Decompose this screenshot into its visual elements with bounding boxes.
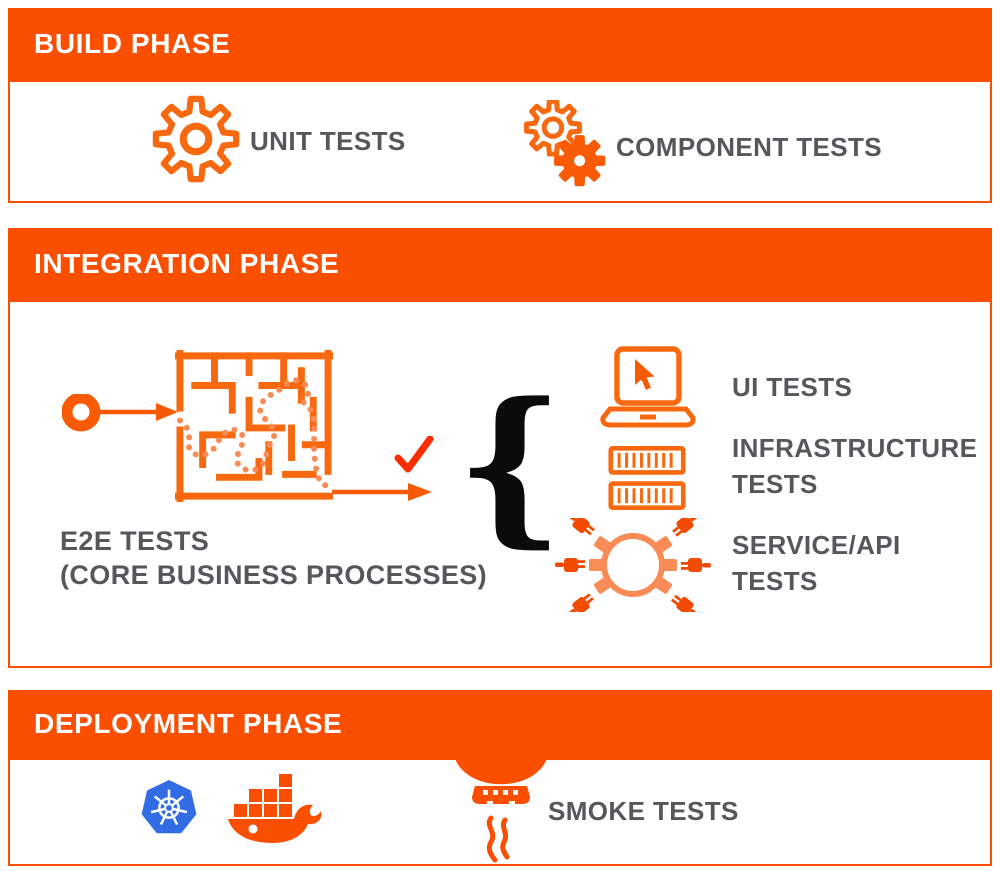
e2e-tests-title: E2E TESTS: [60, 526, 210, 556]
curly-brace: {: [455, 365, 565, 563]
service-api-tests-label: SERVICE/API TESTS: [732, 530, 901, 596]
api-plugs-icon: [555, 518, 711, 612]
deployment-phase-header: DEPLOYMENT PHASE: [8, 690, 992, 758]
e2e-tests-subtitle: (CORE BUSINESS PROCESSES): [60, 560, 488, 590]
plug-connectors: [555, 518, 711, 612]
deployment-phase-body: SMOKE TESTS: [8, 758, 992, 866]
kubernetes-logo: [141, 779, 197, 834]
build-phase-header: BUILD PHASE: [8, 8, 992, 80]
build-phase-body: UNIT TESTS COMPONENT TESTS: [8, 80, 992, 203]
unit-tests-label: UNIT TESTS: [250, 126, 406, 156]
integration-phase-header: INTEGRATION PHASE: [8, 228, 992, 300]
check-icon: [394, 436, 434, 473]
exit-arrow-icon: [332, 483, 432, 501]
docker-logo: [228, 774, 322, 843]
maze-icon: [175, 350, 333, 502]
entry-arrow-icon: [156, 403, 178, 421]
maze-path-dots: [175, 377, 333, 490]
smoke-wisps: [486, 815, 510, 863]
smoke-tests-label: SMOKE TESTS: [548, 796, 739, 826]
integration-phase-title: INTEGRATION PHASE: [34, 248, 340, 279]
deployment-phase-title: DEPLOYMENT PHASE: [34, 708, 343, 739]
server-containers-icon: [608, 445, 686, 511]
integration-phase-body: E2E TESTS (CORE BUSINESS PROCESSES) { UI…: [8, 300, 992, 668]
build-phase-title: BUILD PHASE: [34, 28, 231, 59]
gear-icon: [152, 95, 240, 183]
gears-icon: [524, 100, 606, 187]
laptop-cursor-icon: [600, 346, 696, 428]
ui-tests-label: UI TESTS: [732, 372, 853, 402]
start-node-icon: [62, 394, 178, 432]
infrastructure-tests-label: INFRASTRUCTURE TESTS: [732, 433, 978, 499]
socket-stubs: [589, 536, 677, 594]
component-tests-label: COMPONENT TESTS: [616, 132, 883, 162]
smoke-detector-icon: [455, 758, 547, 863]
e2e-tests-label: E2E TESTS (CORE BUSINESS PROCESSES): [60, 524, 487, 592]
